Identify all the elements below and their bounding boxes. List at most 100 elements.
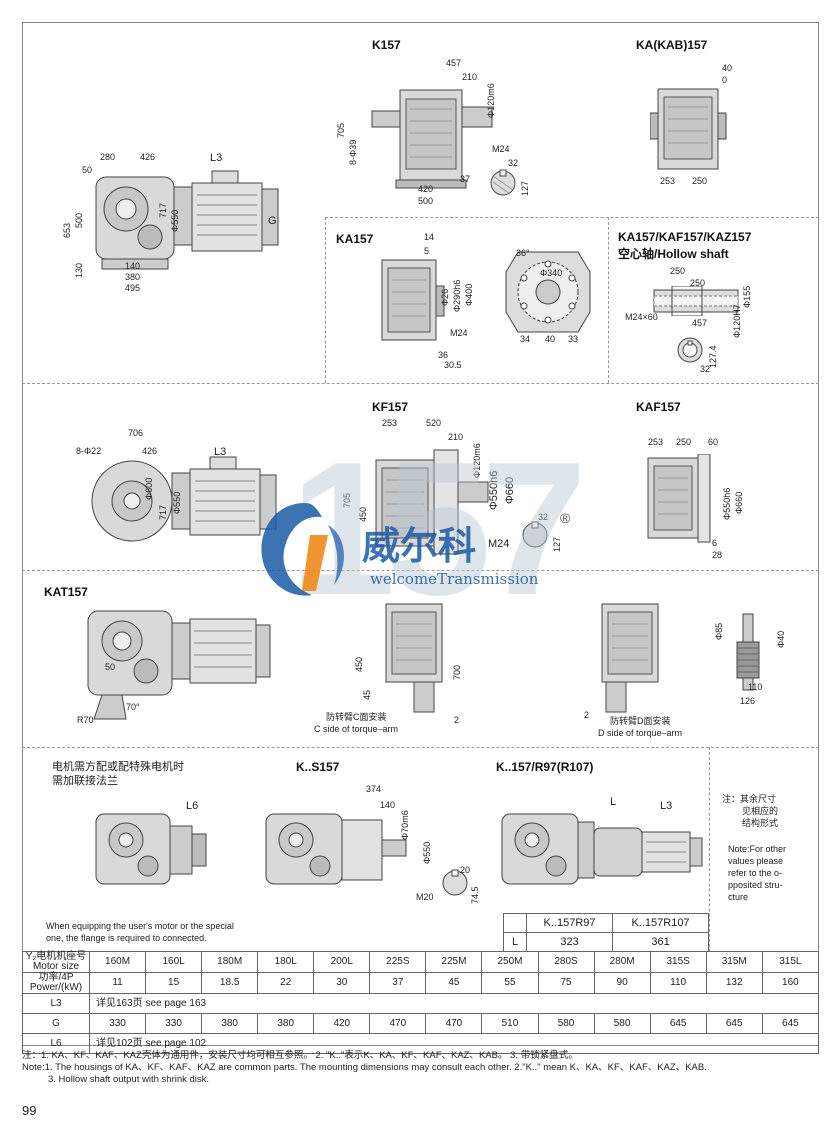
dim-140b: 140 — [380, 800, 396, 810]
g-cell: 510 — [481, 1013, 539, 1034]
dim-705b: 705 — [342, 492, 352, 508]
motor-size-cell: 200L — [313, 951, 371, 973]
dim-phi550h6b: Φ550h6 — [722, 487, 732, 520]
dim-40b: 40 — [545, 334, 556, 344]
motor-size-cell: 225M — [425, 951, 483, 973]
motor-size-cell: 160L — [145, 951, 203, 973]
dim-28: 28 — [712, 550, 723, 560]
dim-250c: 250 — [676, 437, 692, 447]
dim-phi660b: Φ660 — [734, 491, 744, 514]
dim-37: 37 — [460, 174, 471, 184]
dim-phi550: Φ550 — [170, 209, 180, 232]
g-cell: 470 — [369, 1013, 427, 1034]
dim-36: 36 — [438, 350, 449, 360]
motor-size-cell: 250M — [481, 951, 539, 973]
g-cell: 580 — [593, 1013, 651, 1034]
side-note-en-2: values please — [728, 856, 784, 866]
dim-450: 450 — [358, 506, 368, 522]
table-row: L6 详见102页 see page 102 — [22, 1033, 819, 1054]
power-cell: 11 — [88, 972, 147, 994]
ka157-title: KA157 — [336, 232, 374, 246]
divider-4 — [22, 747, 819, 748]
dim-457b: 457 — [692, 318, 708, 328]
dim-l6: L6 — [186, 800, 199, 812]
power-label-cn: 功率/4P — [38, 972, 74, 983]
g-cell: 580 — [537, 1013, 595, 1034]
r-table-r97-value: 323 — [525, 932, 614, 952]
footnote-en-2: 3. Hollow shaft output with shrink disk. — [48, 1074, 210, 1085]
dim-8-phi22: 8-Φ22 — [76, 446, 102, 456]
dim-phi40: Φ40 — [776, 630, 786, 648]
motor-size-cell: 315S — [649, 951, 707, 973]
power-label-en: Power/(kW) — [29, 982, 83, 993]
power-cell: 30 — [313, 972, 371, 994]
dim-253: 253 — [660, 176, 676, 186]
r-table-l-label: L — [503, 932, 527, 952]
motor-size-cell: 160M — [88, 951, 147, 973]
l6-drawing — [92, 810, 222, 890]
dim-phi660: Φ660 — [504, 476, 516, 504]
dim-l3b: L3 — [214, 446, 227, 458]
dim-20: 20 — [460, 865, 471, 875]
dim-45: 45 — [362, 689, 372, 700]
ka157-flange-drawing — [498, 242, 598, 342]
dim-253c: 253 — [648, 437, 664, 447]
r-variant-table: K..157R97 K..157R107 L 323 361 — [503, 913, 709, 952]
table-row: G 330 330 380 380 420 470 470 510 580 58… — [22, 1013, 820, 1034]
dim-phi120m6b: Φ120m6 — [472, 443, 482, 478]
dim-50: 50 — [82, 165, 93, 175]
dim-500: 500 — [74, 212, 84, 228]
kaf157-title: KAF157 — [636, 400, 681, 414]
power-cell: 22 — [257, 972, 315, 994]
kf157-title: KF157 — [372, 400, 409, 414]
dim-32c: 32 — [538, 512, 549, 522]
kf157-main-drawing — [90, 455, 290, 555]
dim-426: 426 — [140, 152, 156, 162]
r-table-header: K..157R97 K..157R107 — [503, 913, 709, 933]
page-number: 99 — [22, 1103, 37, 1118]
side-note-cn-1: 注：其余尺寸 — [722, 794, 777, 804]
dim-717b: 717 — [158, 504, 168, 520]
dim-495: 495 — [125, 283, 141, 293]
dim-706: 706 — [128, 428, 144, 438]
dim-374: 374 — [366, 784, 382, 794]
dim-127: 127 — [520, 180, 530, 196]
side-note-en-5: cture — [728, 892, 749, 902]
dim-r70: R70 — [77, 715, 94, 725]
hollow-title-1: KA157/KAF157/KAZ157 — [618, 230, 752, 244]
g-cell: 470 — [425, 1013, 483, 1034]
dim-36deg: 36° — [516, 248, 530, 258]
kr157-title: K..157/R97(R107) — [496, 760, 594, 774]
dim-5: 5 — [424, 246, 430, 256]
ka157-drawing — [378, 256, 448, 346]
dim-380: 380 — [125, 272, 141, 282]
g-cell: 645 — [705, 1013, 763, 1034]
kat157-title: KAT157 — [44, 585, 88, 599]
ka-kab157-title: KA(KAB)157 — [636, 38, 708, 52]
dim-phi400: Φ400 — [464, 283, 474, 306]
dim-140: 140 — [125, 261, 141, 271]
power-cell: 132 — [705, 972, 763, 994]
dim-phi85: Φ85 — [714, 622, 724, 640]
ks157-drawing — [262, 810, 412, 890]
kat157-main-drawing — [82, 605, 282, 725]
dim-m24: M24 — [492, 144, 510, 154]
footnotes: 注：1. KA、KF、KAF、KAZ壳体为通用件，安装尺寸均可相互参照。 2. … — [22, 1050, 707, 1086]
dim-m24x60: M24×60 — [625, 312, 658, 322]
dim-g: G — [268, 215, 277, 227]
dim-8-phi39: 8-Φ39 — [348, 139, 358, 165]
footnote-cn: 注：1. KA、KF、KAF、KAZ壳体为通用件，安装尺寸均可相互参照。 2. … — [22, 1050, 578, 1061]
dim-653: 653 — [62, 222, 72, 238]
divider-v1 — [325, 217, 326, 383]
motor-note-en-2: one, the flange is required to connected… — [46, 933, 207, 943]
g-cell: 380 — [201, 1013, 259, 1034]
dim-126: 126 — [740, 696, 756, 706]
keyway-section-3 — [520, 520, 550, 550]
power-cell: 45 — [425, 972, 483, 994]
dim-6: 6 — [712, 538, 718, 548]
dim-40: 40 — [722, 63, 733, 73]
motor-size-cell: 180M — [201, 951, 259, 973]
dim-m24b: M24 — [450, 328, 468, 338]
dim-250b: 250 — [690, 278, 706, 288]
dim-34: 34 — [520, 334, 531, 344]
